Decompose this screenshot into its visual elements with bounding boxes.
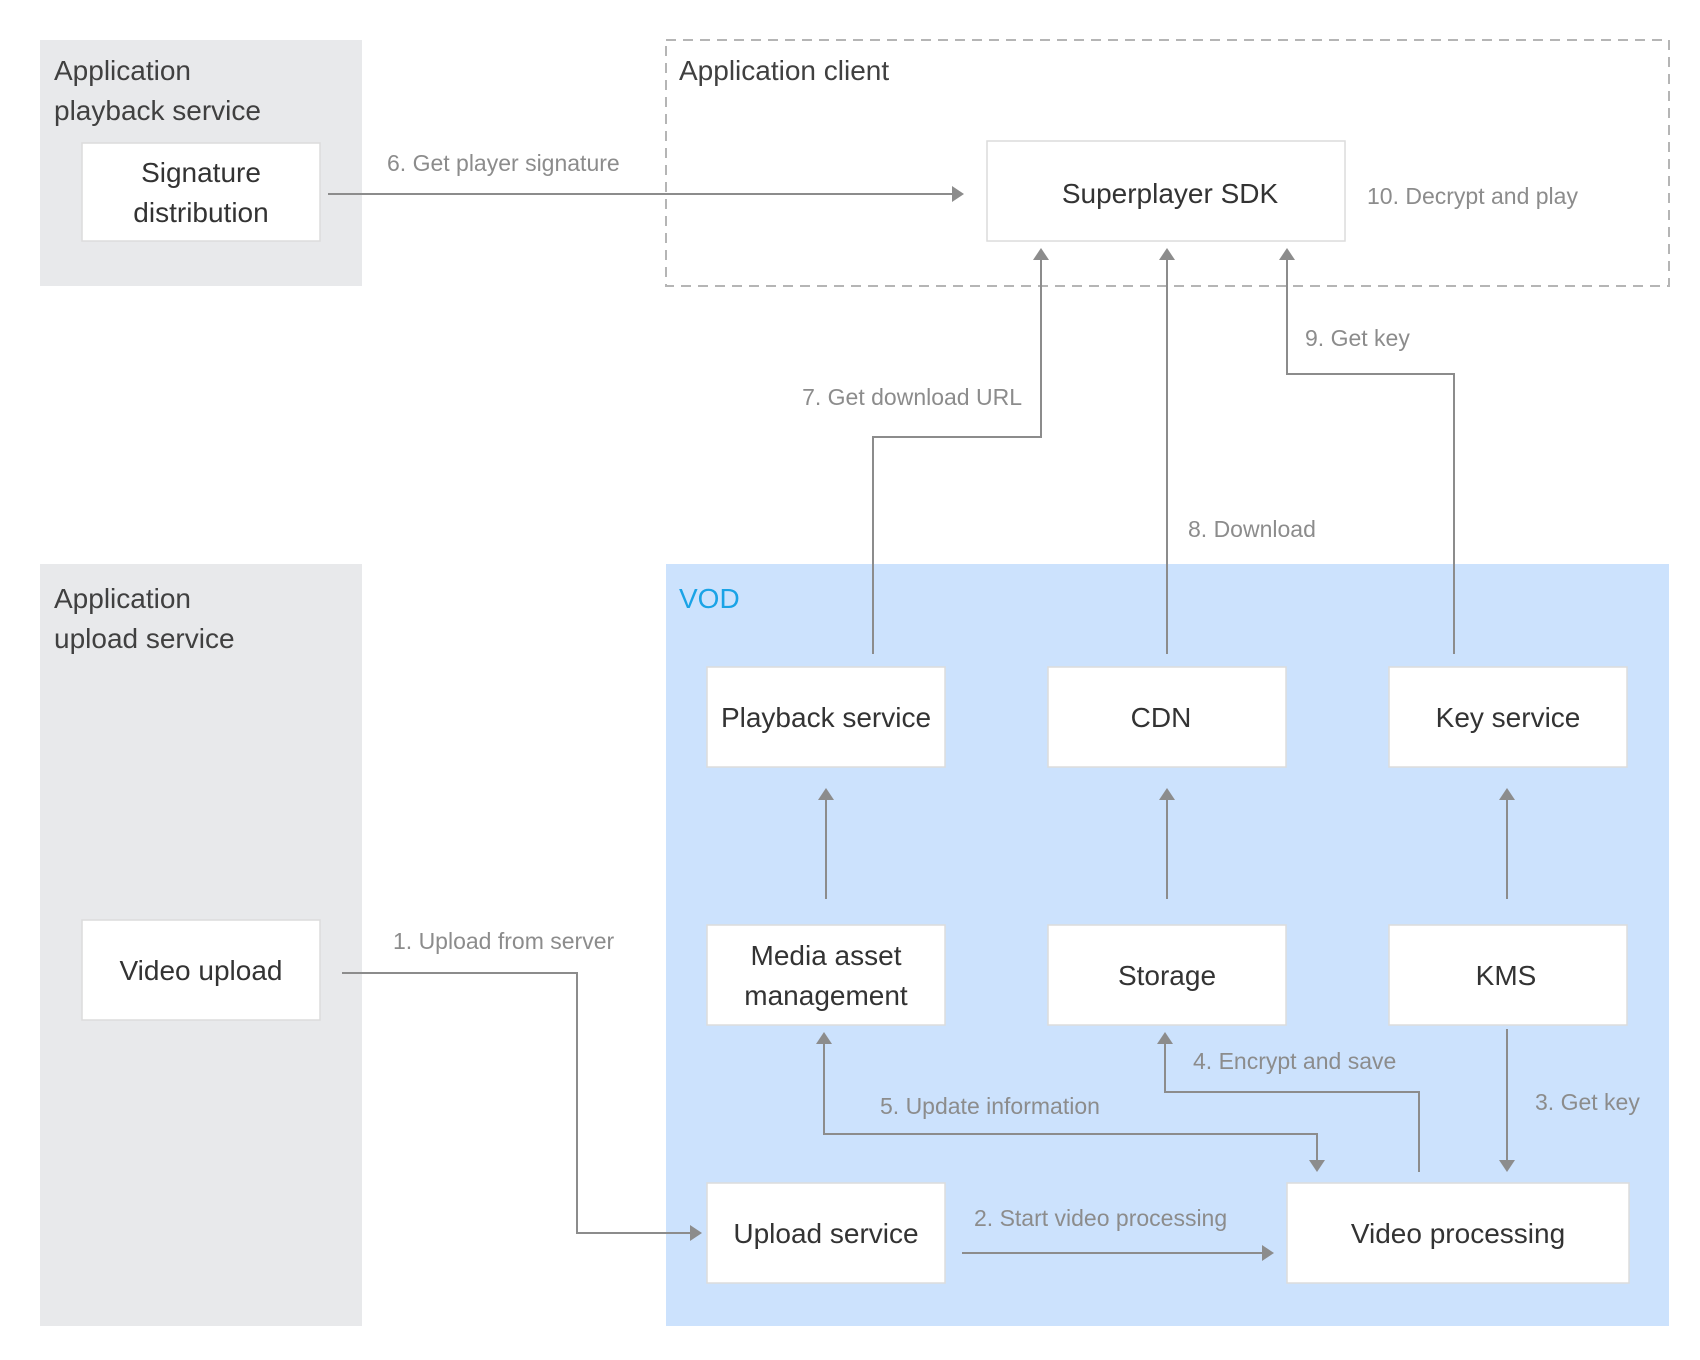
superplayer-sdk-label: Superplayer SDK: [1062, 178, 1279, 209]
box-superplayer-sdk: Superplayer SDK: [986, 140, 1346, 242]
box-video-processing: Video processing: [1286, 1182, 1630, 1284]
box-media-asset-management: Media asset management: [706, 924, 946, 1026]
arrowhead: [1157, 1032, 1173, 1044]
box-storage: Storage: [1047, 924, 1287, 1026]
box-video-upload: Video upload: [81, 919, 321, 1021]
step-label-6: 6. Get player signature: [387, 150, 620, 176]
signature-distribution-line1: Signature: [141, 157, 261, 188]
cdn-label: CDN: [1131, 702, 1192, 733]
edge-get-download-url: [872, 258, 1042, 654]
arrowhead: [690, 1225, 702, 1241]
storage-label: Storage: [1118, 960, 1216, 991]
arrowhead: [816, 1032, 832, 1044]
arrowhead: [1262, 1245, 1274, 1261]
edge-upload-from-server: [342, 972, 692, 1234]
step-label-10: 10. Decrypt and play: [1367, 183, 1578, 209]
upload-service-label: Upload service: [733, 1218, 918, 1249]
arrowhead: [1309, 1160, 1325, 1172]
zone-playback-title-line2: playback service: [54, 95, 261, 126]
step-label-4: 4. Encrypt and save: [1193, 1048, 1396, 1074]
box-playback-service: Playback service: [706, 666, 946, 768]
step-label-8: 8. Download: [1188, 516, 1316, 542]
zone-playback-title-line1: Application: [54, 55, 191, 86]
edge-update-information: [823, 1042, 1318, 1162]
step-label-9: 9. Get key: [1305, 325, 1410, 351]
video-processing-label: Video processing: [1351, 1218, 1565, 1249]
arrowhead: [1499, 788, 1515, 800]
step-label-1: 1. Upload from server: [393, 928, 614, 954]
arrowhead: [1159, 248, 1175, 260]
box-cdn: CDN: [1047, 666, 1287, 768]
arrowhead: [952, 186, 964, 202]
zone-client-title: Application client: [679, 55, 889, 86]
arrowhead: [1499, 1160, 1515, 1172]
box-kms: KMS: [1388, 924, 1628, 1026]
media-asset-management-line2: management: [744, 980, 908, 1011]
box-signature-distribution: Signature distribution: [81, 142, 321, 242]
step-label-5: 5. Update information: [880, 1093, 1100, 1119]
arrowhead: [1033, 248, 1049, 260]
playback-service-label: Playback service: [721, 702, 931, 733]
step-label-2: 2. Start video processing: [974, 1205, 1227, 1231]
arrowhead: [818, 788, 834, 800]
step-label-7: 7. Get download URL: [802, 384, 1022, 410]
zone-upload-title-line1: Application: [54, 583, 191, 614]
step-label-3: 3. Get key: [1535, 1089, 1640, 1115]
media-asset-management-line1: Media asset: [751, 940, 902, 971]
arrowhead: [1279, 248, 1295, 260]
arrowhead: [1159, 788, 1175, 800]
kms-label: KMS: [1476, 960, 1537, 991]
zone-application-client: [665, 39, 1670, 287]
signature-distribution-line2: distribution: [133, 197, 268, 228]
zone-vod-title: VOD: [679, 583, 740, 614]
box-key-service: Key service: [1388, 666, 1628, 768]
box-upload-service: Upload service: [706, 1182, 946, 1284]
edge-encrypt-and-save: [1164, 1042, 1420, 1172]
edge-get-key-sdk: [1286, 258, 1455, 654]
zone-upload-title-line2: upload service: [54, 623, 235, 654]
key-service-label: Key service: [1436, 702, 1581, 733]
video-upload-label: Video upload: [120, 955, 283, 986]
